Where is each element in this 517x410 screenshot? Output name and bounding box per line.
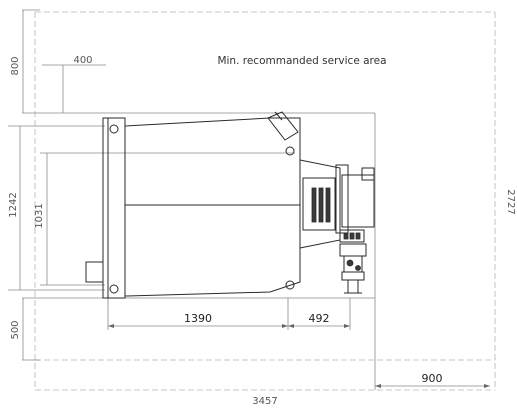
- dim-bottom-clearance: 500: [10, 320, 21, 339]
- dim-overall-width: 2727: [505, 189, 516, 214]
- dim-head-length: 492: [309, 312, 330, 325]
- dim-overall-height: 1242: [8, 192, 19, 217]
- dim-overall-length: 3457: [252, 396, 277, 407]
- service-area-title: Min. recommanded service area: [217, 55, 386, 67]
- burner-body: [85, 111, 301, 299]
- dim-left-offset: 400: [73, 55, 92, 66]
- service-area-boundary: [34, 11, 496, 391]
- gas-valve-train: [339, 243, 367, 294]
- burner-head: [299, 159, 375, 249]
- dimension-lines: [19, 10, 490, 388]
- dim-inner-height: 1031: [34, 203, 45, 228]
- dim-right-clearance: 900: [422, 372, 443, 385]
- dim-body-length: 1390: [184, 312, 212, 325]
- dim-top-clearance: 800: [10, 56, 21, 75]
- extension-lines: [8, 9, 376, 390]
